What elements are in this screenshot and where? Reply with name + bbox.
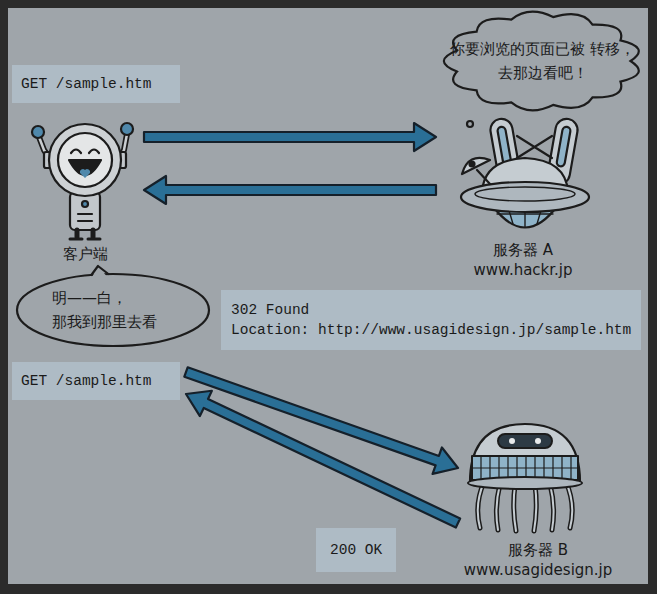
message-box: GET /sample.htm [12, 362, 180, 400]
panel-ground [8, 8, 648, 584]
node-label: 客户端 [30, 244, 140, 264]
http-message: 200 OK [330, 540, 382, 560]
speech-text: 你要浏览的页面已被 转移，去那边看吧！ [450, 37, 635, 85]
node-label: www.hackr.jp [440, 260, 606, 280]
speech-text: 明——白， 那我到那里去看 [52, 286, 201, 334]
message-arrow [144, 176, 436, 204]
node-label: www.usagidesign.jp [463, 560, 613, 580]
bubble-tail [91, 266, 109, 276]
node-label: 服务器 A [440, 240, 606, 260]
message-arrow [144, 123, 436, 151]
cloud-outline [444, 12, 639, 111]
bubble-tail [91, 266, 109, 279]
http-message: Location: http://www.usagidesign.jp/samp… [231, 320, 631, 340]
speech-bubble: 明——白， 那我到那里去看 [15, 272, 211, 348]
http-message: GET /sample.htm [21, 371, 171, 391]
bubble-outline [17, 274, 209, 346]
cloud-outline [440, 8, 645, 114]
ufo-server-a [461, 117, 589, 227]
message-box: GET /sample.htm [12, 65, 180, 103]
client-robot [32, 123, 133, 239]
node-label: 服务器 B [463, 540, 613, 560]
jellyfish-server-b [468, 424, 582, 531]
bubble-outline [15, 272, 211, 348]
server-figure: 服务器 Bwww.usagidesign.jp [463, 418, 613, 580]
http-message: 302 Found [231, 300, 631, 320]
http-message: GET /sample.htm [21, 74, 171, 94]
message-box: 302 FoundLocation: http://www.usagidesig… [221, 290, 641, 350]
server-figure: 服务器 Awww.hackr.jp [440, 112, 606, 280]
message-box: 200 OK [316, 528, 396, 572]
message-arrow [186, 391, 460, 528]
speech-cloud: 你要浏览的页面已被 转移，去那边看吧！ [440, 8, 645, 114]
client-figure: 客户端 [30, 118, 140, 264]
